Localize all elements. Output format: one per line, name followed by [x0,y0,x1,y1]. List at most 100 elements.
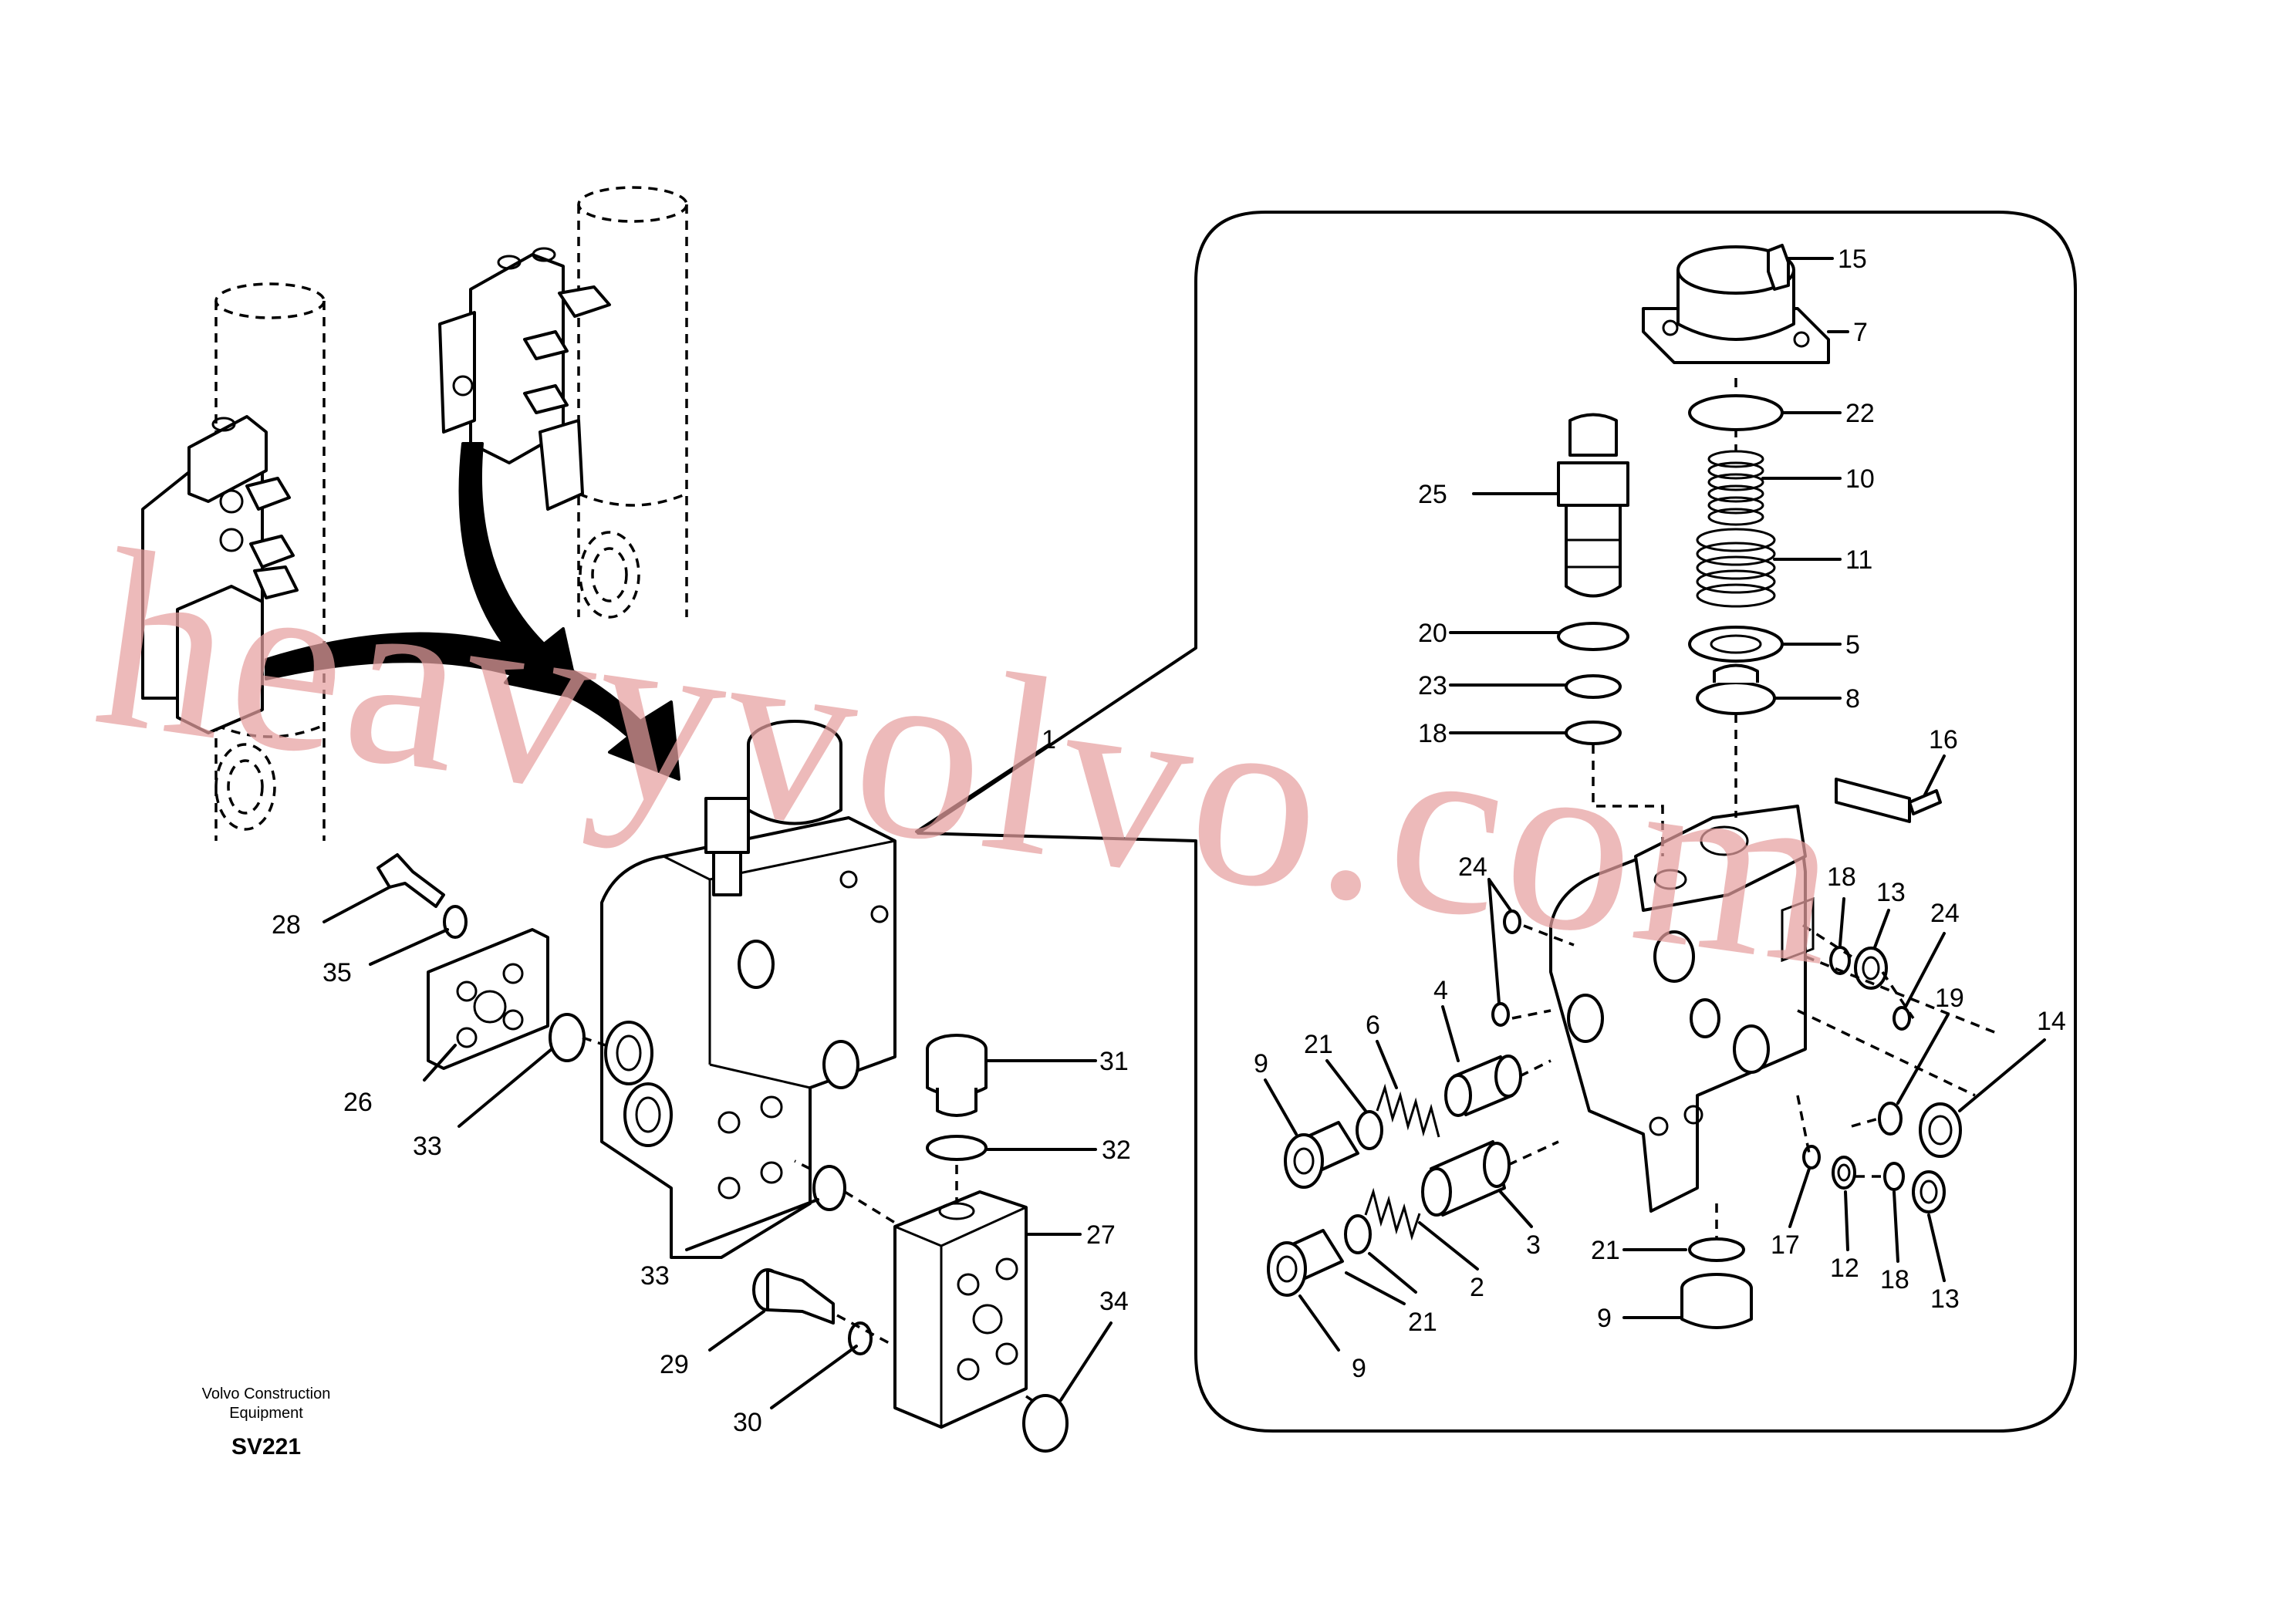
brand-line-1: Volvo Construction [202,1385,331,1402]
callout-33: 33 [640,1261,670,1291]
o-ring-34 [1022,1394,1069,1453]
o-ring-21c [1688,1237,1745,1262]
callout-14: 14 [2037,1007,2066,1036]
o-ring-21a [1356,1110,1383,1150]
plug-9b [1267,1229,1344,1297]
seal-ring [926,1135,988,1161]
o-ring-20 [1557,622,1629,651]
ghost-cylinder-left [214,282,326,841]
callout-21: 21 [1591,1236,1620,1265]
screw-16 [1908,789,1942,815]
callout-22: 22 [1845,399,1875,428]
leader-lines [322,257,2046,1409]
callout-18: 18 [1418,719,1447,748]
plug-24c [1893,1006,1911,1031]
o-ring [549,1013,586,1062]
o-ring-19 [1878,1102,1903,1136]
callout-5: 5 [1845,630,1860,660]
callout-23: 23 [1418,671,1447,700]
screw-15 [1767,244,1790,291]
flange-plate [427,928,549,1070]
callout-19: 19 [1935,984,1964,1013]
callout-labels: 1 15 7 22 10 25 11 20 5 23 8 18 16 24 18… [272,245,2066,1437]
spring-2 [1364,1187,1421,1241]
nameplate [1835,778,1911,823]
callout-26: 26 [343,1088,373,1117]
brand-line-2: Equipment [229,1405,303,1422]
callout-17: 17 [1771,1230,1800,1260]
ghost-cylinder-right [577,186,688,619]
o-ring-21b [1344,1214,1372,1254]
plug-24b [1491,1002,1510,1027]
plug-13b [1912,1170,1946,1213]
main-valve-block [600,720,896,1259]
callout-4: 4 [1433,976,1448,1005]
relief-spool-3 [1421,1140,1511,1217]
callout-21: 21 [1408,1308,1437,1337]
plug-13a [1854,947,1888,990]
detail-frame [917,211,2077,1433]
plug-12 [1832,1156,1856,1190]
callout-24: 24 [1458,852,1487,882]
callout-35: 35 [322,958,352,987]
poppet [1696,663,1776,715]
washer [443,905,468,939]
valve-assembly-right [438,247,611,511]
plug [926,1034,988,1117]
callout-9: 9 [1254,1049,1268,1078]
o-ring-17 [1802,1145,1821,1169]
spring-small [1707,450,1764,526]
bolt [376,853,445,908]
callout-13: 13 [1876,878,1906,907]
curved-arrow-right [458,442,580,700]
callout-25: 25 [1418,480,1447,509]
callout-10: 10 [1845,464,1875,494]
callout-2: 2 [1470,1273,1484,1302]
callout-3: 3 [1526,1230,1541,1260]
drawing-code: SV221 [231,1434,301,1460]
curved-arrow-left [265,632,680,781]
o-ring-18b [1829,946,1851,975]
callout-15: 15 [1838,245,1867,274]
backup-ring-23 [1565,674,1622,699]
spring-seat [1688,626,1784,663]
mounting-block [893,1190,1028,1429]
callout-1: 1 [1042,725,1056,754]
cover-solenoid [1642,245,1830,364]
callout-9: 9 [1352,1354,1366,1383]
callout-9: 9 [1597,1304,1612,1333]
callout-33: 33 [413,1132,442,1161]
plug-9a [1284,1121,1359,1189]
cartridge-valve [1557,413,1629,598]
callout-13: 13 [1930,1284,1960,1314]
callout-27: 27 [1086,1220,1116,1250]
plug-14 [1919,1102,1962,1158]
plug-9c [1680,1273,1753,1329]
callout-8: 8 [1845,684,1860,714]
callout-28: 28 [272,910,301,940]
o-ring-18c [1883,1162,1905,1191]
o-ring-lower [812,1165,846,1211]
callout-21: 21 [1304,1030,1333,1059]
callout-20: 20 [1418,619,1447,648]
plug-24a [1503,910,1521,934]
relief-spool-4 [1444,1055,1522,1117]
brand-block: Volvo Construction Equipment SV221 [202,1385,331,1460]
callout-11: 11 [1845,545,1872,575]
bolt-29 [752,1268,835,1325]
callout-16: 16 [1929,725,1958,754]
callout-34: 34 [1099,1287,1129,1316]
detail-valve-body [1549,805,1815,1213]
callout-32: 32 [1102,1136,1131,1165]
spring-6 [1376,1083,1440,1138]
o-ring-22 [1688,394,1784,431]
callout-31: 31 [1099,1047,1129,1076]
callout-18: 18 [1880,1265,1909,1294]
assembly-lines [1508,378,1999,1238]
callout-30: 30 [733,1408,762,1437]
callout-29: 29 [660,1350,689,1379]
callout-18: 18 [1827,862,1856,892]
callout-12: 12 [1830,1254,1859,1283]
